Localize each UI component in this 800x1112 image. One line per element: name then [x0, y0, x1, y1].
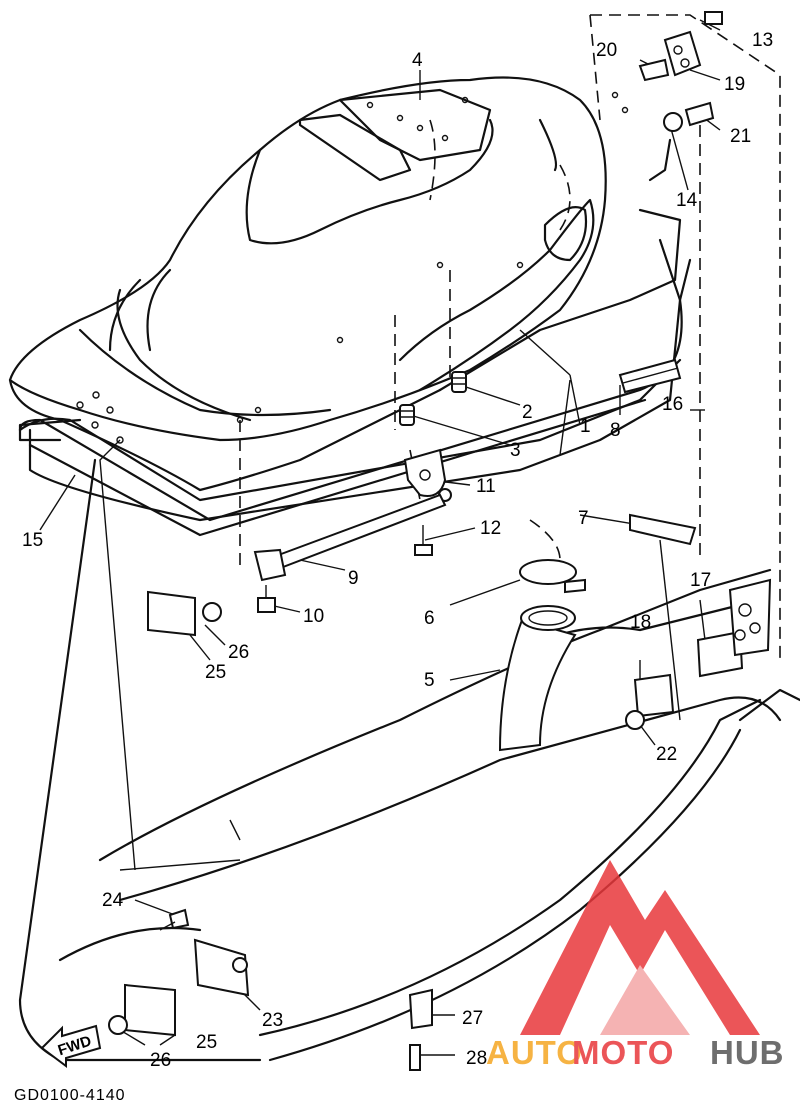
callout-10: 10 — [303, 606, 324, 627]
callout-5: 5 — [424, 670, 435, 691]
callout-12: 12 — [480, 518, 501, 539]
callout-25-top: 25 — [205, 662, 226, 683]
automotohub-watermark: AUTO MOTO HUB — [486, 860, 785, 1071]
callout-16: 16 — [662, 394, 683, 415]
callout-19: 19 — [724, 74, 745, 95]
callout-1: 1 — [580, 416, 591, 437]
logo-triangle-mark — [520, 860, 760, 1035]
callout-6: 6 — [424, 608, 435, 629]
callout-18: 18 — [630, 612, 651, 633]
callout-26-bottom: 26 — [150, 1050, 171, 1071]
callout-8: 8 — [610, 420, 621, 441]
callout-13: 13 — [752, 30, 773, 51]
logo-text-moto: MOTO — [572, 1034, 674, 1071]
callout-28: 28 — [466, 1048, 487, 1069]
fwd-direction-arrow: FWD — [40, 1024, 102, 1068]
callout-9: 9 — [348, 568, 359, 589]
callout-numbers: 4 13 20 19 21 14 2 1 3 8 16 11 12 7 15 9… — [22, 30, 773, 1071]
callout-23: 23 — [262, 1010, 283, 1031]
callout-21: 21 — [730, 126, 751, 147]
callout-22: 22 — [656, 744, 677, 765]
logo-text-auto: AUTO — [486, 1034, 583, 1071]
callout-17: 17 — [690, 570, 711, 591]
callout-4: 4 — [412, 50, 423, 71]
callout-20: 20 — [596, 40, 617, 61]
logo-text-hub: HUB — [710, 1034, 785, 1071]
callout-27: 27 — [462, 1008, 483, 1029]
callout-25-bottom: 25 — [196, 1032, 217, 1053]
callout-7: 7 — [578, 508, 589, 529]
drawing-code: GD0100-4140 — [14, 1087, 126, 1104]
callout-24: 24 — [102, 890, 124, 911]
phantom-lines — [239, 14, 781, 660]
callout-11: 11 — [476, 476, 496, 497]
callout-26-top: 26 — [228, 642, 249, 663]
callout-14: 14 — [676, 190, 698, 211]
callout-2: 2 — [522, 402, 533, 423]
bumper-rail — [18, 238, 683, 537]
callout-3: 3 — [510, 440, 521, 461]
callout-15: 15 — [22, 530, 43, 551]
hardware-parts — [108, 11, 772, 1071]
seat-deck-assembly — [8, 76, 682, 492]
logo-inner-mark — [600, 965, 690, 1035]
hull-body — [18, 258, 800, 1062]
